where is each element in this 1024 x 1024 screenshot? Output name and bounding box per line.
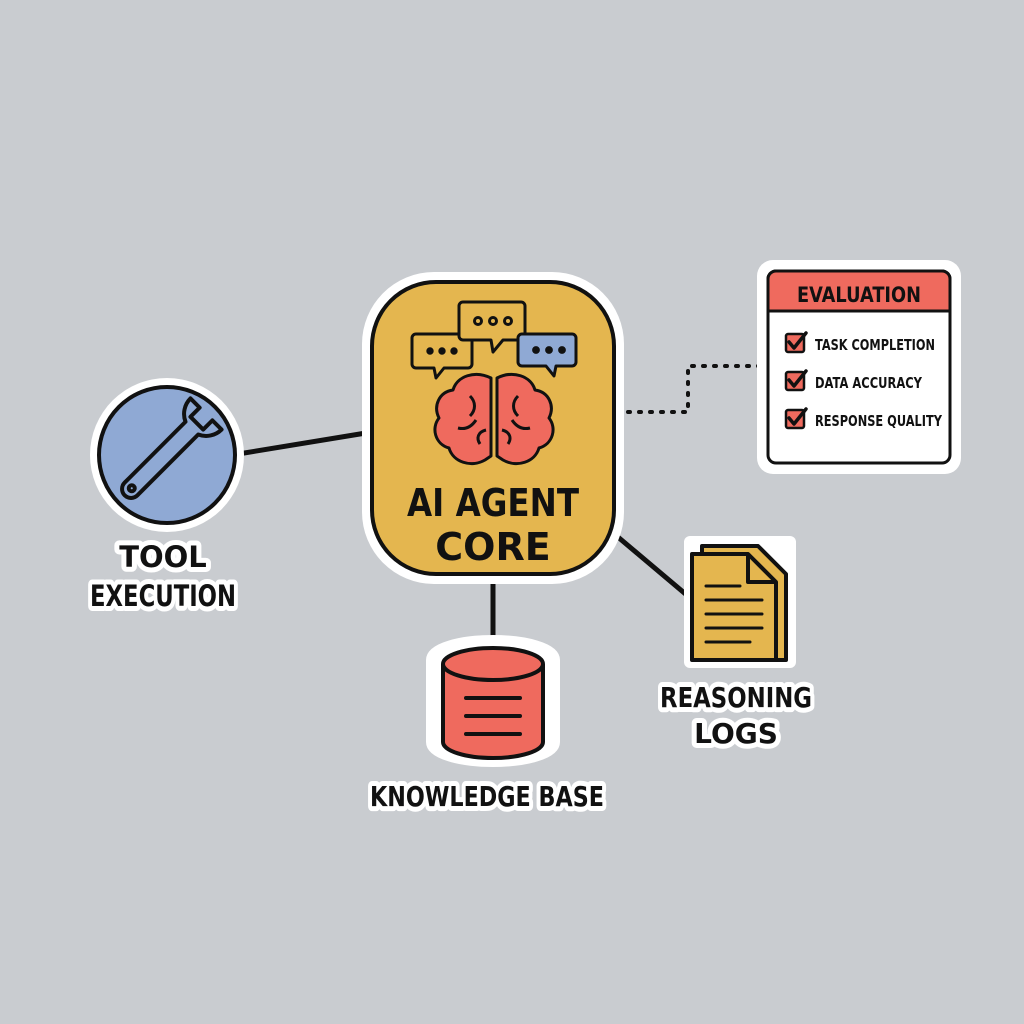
- agent-core-title-line2: CORE: [435, 525, 550, 569]
- reasoning-logs-label-line2: LOGS: [694, 717, 778, 750]
- knowledge-base-label: KNOWLEDGE BASE: [370, 780, 604, 813]
- knowledge-base-node[interactable]: KNOWLEDGE BASE: [365, 635, 609, 818]
- evaluation-item: DATA ACCURACY: [784, 369, 923, 392]
- evaluation-item-label: TASK COMPLETION: [815, 336, 935, 354]
- checkbox-icon: [784, 331, 808, 354]
- reasoning-logs-node[interactable]: REASONING LOGS: [655, 536, 817, 755]
- reasoning-logs-label-line1: REASONING: [660, 681, 812, 714]
- tool-execution-node[interactable]: TOOL EXECUTION: [85, 378, 244, 618]
- agent-core-node[interactable]: AI AGENT CORE: [362, 272, 624, 584]
- agent-core-title-line1: AI AGENT: [407, 481, 579, 525]
- chat-bubbles-icon: [410, 300, 578, 380]
- database-icon: [426, 635, 560, 767]
- tool-execution-label-line2: EXECUTION: [90, 579, 236, 613]
- wrench-icon: [120, 396, 224, 500]
- document-icon: [684, 536, 796, 668]
- checkbox-icon: [784, 407, 808, 430]
- tool-execution-label-line1: TOOL: [119, 540, 207, 574]
- evaluation-item-label: DATA ACCURACY: [815, 374, 923, 392]
- evaluation-item: RESPONSE QUALITY: [784, 407, 943, 430]
- checkbox-icon: [784, 369, 808, 392]
- evaluation-item: TASK COMPLETION: [784, 331, 935, 354]
- evaluation-card[interactable]: EVALUATION TASK COMPLETION DATA ACCURACY…: [757, 260, 961, 474]
- evaluation-title: EVALUATION: [797, 283, 921, 307]
- evaluation-item-label: RESPONSE QUALITY: [815, 412, 943, 430]
- connector-tool-core: [229, 429, 375, 458]
- connector-core-logs: [609, 529, 698, 605]
- connector-core-evaluation: [626, 364, 762, 414]
- brain-icon: [433, 373, 555, 465]
